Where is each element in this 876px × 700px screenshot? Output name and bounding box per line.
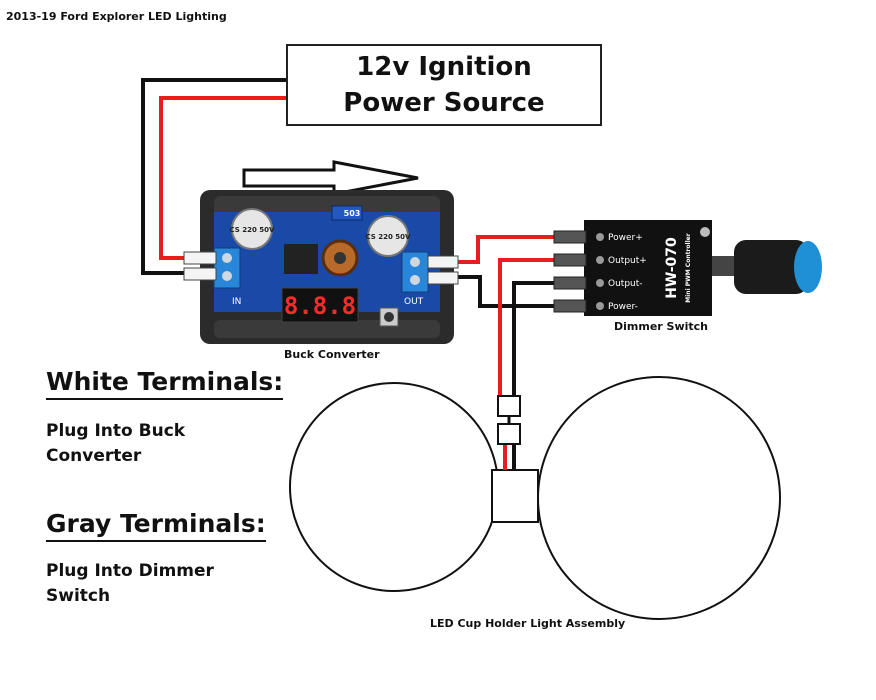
buck-enclosure-bottom	[214, 320, 440, 338]
buck-ic-chip	[284, 244, 318, 274]
buck-capacitor-1	[231, 208, 273, 250]
dimmer-board	[584, 220, 712, 316]
dimmer-pin-header	[553, 253, 587, 267]
dimmer-switch-module: Power+ Output+ Output- Power- HW-070 Min…	[553, 220, 822, 316]
dimmer-knob-shaft	[712, 256, 738, 276]
buck-capacitor-2	[367, 215, 409, 257]
white-terminals-text: Plug Into Buck Converter	[46, 421, 186, 466]
dimmer-model-label: HW-070	[664, 237, 680, 299]
dimmer-pin-header	[553, 276, 587, 290]
wire-output-red	[498, 258, 556, 398]
wire-ignition-black	[141, 78, 288, 275]
led-assembly-caption: LED Cup Holder Light Assembly	[430, 617, 626, 630]
dimmer-knob	[734, 240, 808, 294]
gray-terminals-text: Plug Into Dimmer Switch	[46, 561, 214, 606]
power-source-box: 12v Ignition Power Source	[286, 44, 602, 126]
dimmer-pin-label: Output-	[608, 279, 643, 289]
white-terminals-heading: White Terminals:	[46, 367, 284, 400]
buck-capacitor-2-label: CS 220 50V	[366, 233, 412, 241]
dimmer-pin-label: Output+	[608, 256, 647, 266]
buck-display-readout: 8.8.8	[284, 292, 356, 320]
buck-to-dimmer-wires	[455, 235, 556, 308]
power-input-wires	[141, 78, 288, 275]
white-terminal-output	[427, 271, 459, 285]
buck-capacitor-1-label: CS 220 50V	[230, 226, 276, 234]
dimmer-to-led-wires	[498, 258, 556, 470]
buck-converter-module: CS 220 50V CS 220 50V 503 8.8.8 IN OUT	[183, 190, 459, 344]
buck-in-label: IN	[232, 297, 241, 307]
led-inline-connector	[497, 395, 521, 445]
led-cup-holder-assembly	[289, 376, 781, 620]
wire-buck-black	[455, 275, 556, 308]
power-source-line1: 12v Ignition	[356, 52, 532, 82]
buck-led-display	[281, 287, 359, 323]
white-terminal-output	[427, 255, 459, 269]
dimmer-subtitle-label: Mini PWM Controller	[685, 233, 692, 302]
power-source-line2: Power Source	[343, 88, 545, 118]
white-terminal-input	[183, 267, 217, 281]
gray-terminals-heading: Gray Terminals:	[46, 509, 266, 542]
buck-potentiometer	[331, 205, 363, 221]
cup-ring-bridge	[491, 469, 539, 523]
direction-arrow-icon	[242, 160, 419, 196]
dimmer-switch-caption: Dimmer Switch	[614, 320, 709, 333]
buck-converter-caption: Buck Converter	[284, 348, 380, 361]
page-title: 2013-19 Ford Explorer LED Lighting	[6, 10, 227, 23]
wire-buck-red	[455, 235, 556, 264]
cup-ring-right	[537, 376, 781, 620]
wire-ignition-red	[159, 96, 288, 260]
dimmer-knob-cap	[794, 241, 822, 293]
white-terminal-input	[183, 251, 217, 265]
wire-output-black	[512, 281, 556, 398]
buck-out-label: OUT	[404, 297, 424, 307]
dimmer-pin-header	[553, 299, 587, 313]
cup-ring-left	[289, 382, 499, 592]
dimmer-pin-label: Power-	[608, 302, 638, 312]
buck-enclosure-top	[214, 196, 440, 216]
buck-pot-label: 503	[344, 209, 361, 218]
dimmer-pin-label: Power+	[608, 233, 643, 243]
dimmer-pin-header	[553, 230, 587, 244]
